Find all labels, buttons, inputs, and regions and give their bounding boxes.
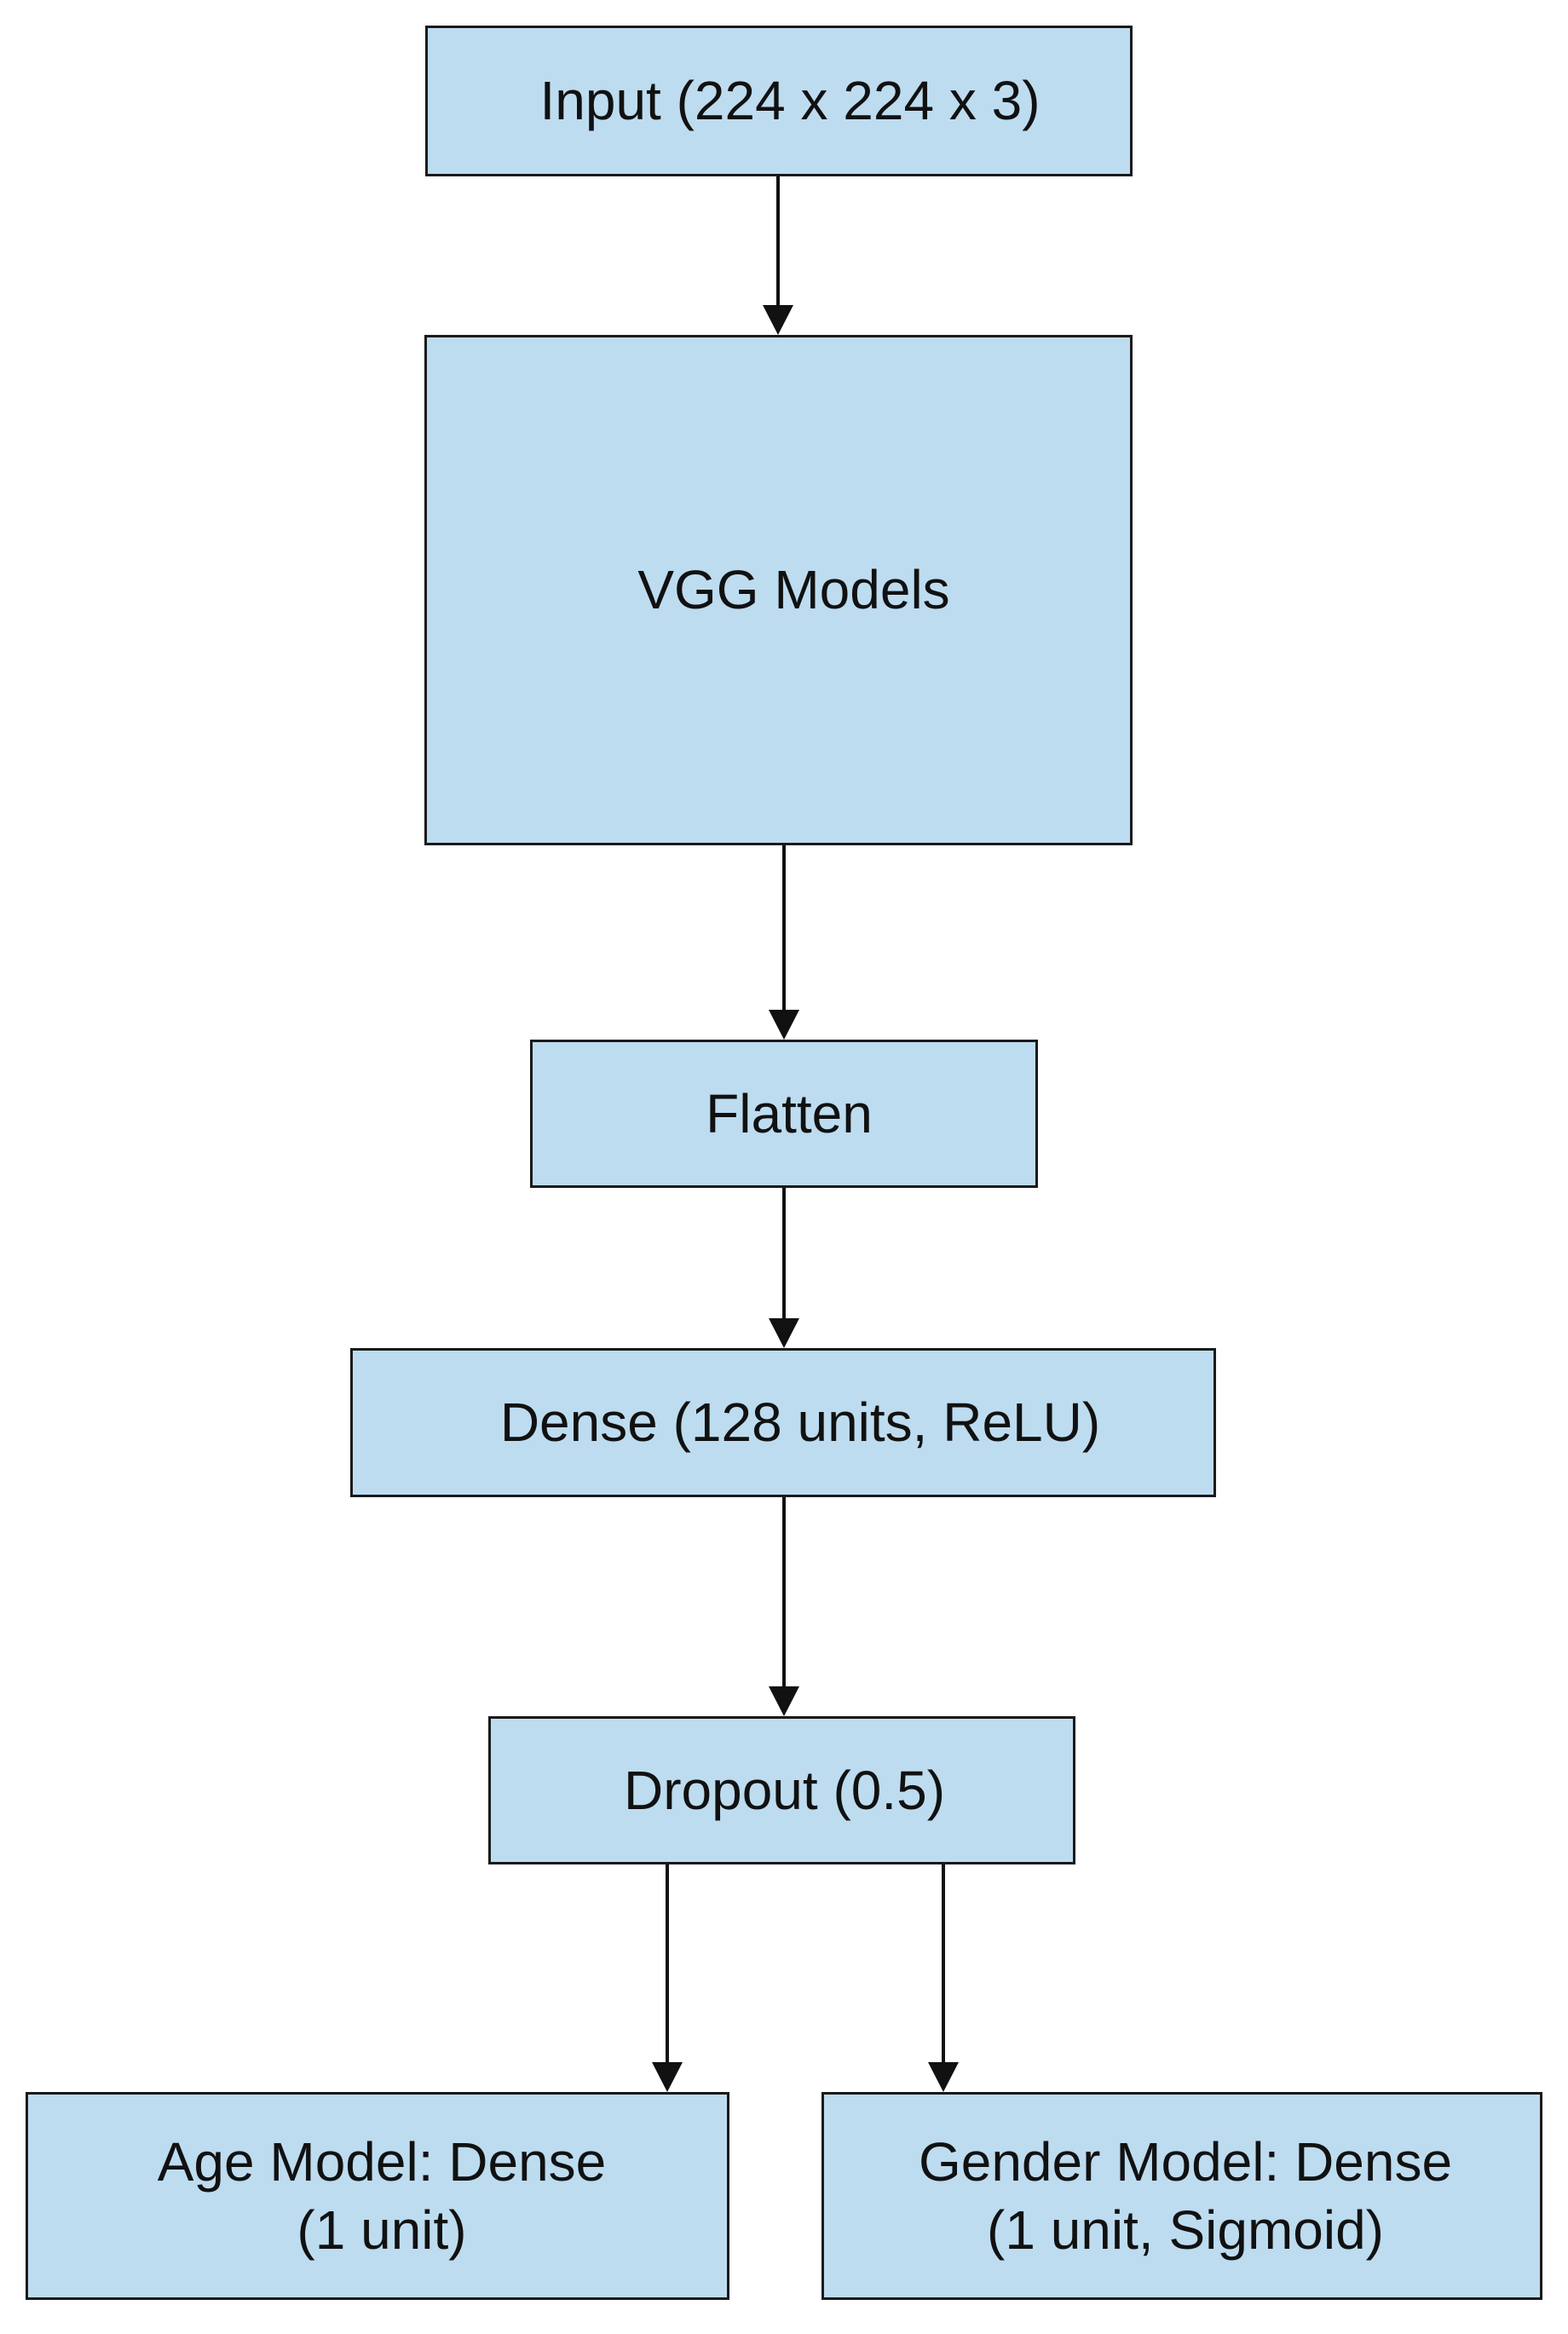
vgg-node-label: VGG Models — [637, 559, 950, 621]
input-node-label: Input (224 x 224 x 3) — [539, 70, 1041, 132]
age-model-label-line1: Age Model: Dense — [157, 2131, 607, 2193]
age-model-node: Age Model: Dense (1 unit) — [26, 2092, 729, 2300]
gender-model-label-line2: (1 unit, Sigmoid) — [987, 2199, 1384, 2261]
vgg-node: VGG Models — [424, 335, 1133, 845]
dense-node: Dense (128 units, ReLU) — [350, 1348, 1216, 1497]
arrowhead-input-to-vgg — [763, 305, 793, 335]
arrowhead-dropout-to-gender — [928, 2062, 959, 2092]
flatten-node-label: Flatten — [706, 1082, 873, 1144]
arrowhead-dropout-to-age — [652, 2062, 683, 2092]
gender-model-label-line1: Gender Model: Dense — [918, 2131, 1453, 2193]
input-node: Input (224 x 224 x 3) — [425, 26, 1133, 176]
arrowhead-dense-to-dropout — [769, 1686, 799, 1716]
flatten-node: Flatten — [530, 1040, 1038, 1188]
arrowhead-flatten-to-dense — [769, 1318, 799, 1348]
arrowhead-vgg-to-flatten — [769, 1010, 799, 1040]
dropout-node: Dropout (0.5) — [488, 1716, 1075, 1864]
dense-node-label: Dense (128 units, ReLU) — [499, 1392, 1101, 1454]
age-model-label-line2: (1 unit) — [297, 2199, 467, 2261]
dropout-node-label: Dropout (0.5) — [623, 1759, 946, 1821]
gender-model-node: Gender Model: Dense (1 unit, Sigmoid) — [821, 2092, 1542, 2300]
